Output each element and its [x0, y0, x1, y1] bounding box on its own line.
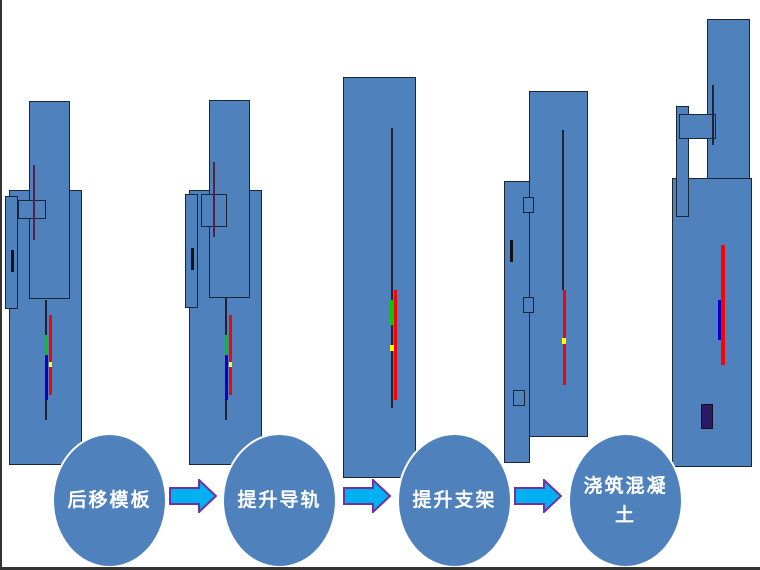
rebar-yellow: [562, 338, 566, 344]
right-arrow-icon: [343, 479, 391, 513]
anchor-mark: [510, 240, 513, 262]
anchor-mark: [11, 250, 14, 272]
right-arrow-icon: [514, 479, 562, 513]
rebar-yellow: [49, 362, 52, 367]
step-4-label: 浇筑混凝土: [583, 475, 668, 526]
step-3-label: 提升支架: [412, 489, 497, 512]
step-2-label: 提升导轨: [237, 489, 322, 512]
step-1-circle: 后移模板: [52, 433, 167, 567]
rebar-blue: [225, 355, 228, 400]
rebar-green: [390, 300, 393, 325]
rebar-line: [391, 128, 393, 408]
guide-rail: [213, 162, 215, 237]
step-1-label: 后移模板: [67, 489, 152, 512]
formwork-panel: [343, 77, 416, 478]
formwork-panel: [707, 19, 750, 179]
step-3-circle: 提升支架: [397, 433, 512, 567]
rebar-red: [49, 315, 52, 395]
rebar-red: [229, 315, 232, 395]
rebar-line: [562, 130, 564, 290]
bracket-box: [18, 200, 46, 219]
guide-rail: [33, 165, 35, 240]
anchor-mark: [191, 248, 194, 270]
concrete-block: [701, 404, 713, 429]
step-4-circle: 浇筑混凝土: [568, 433, 683, 567]
rebar-blue: [45, 355, 48, 400]
rebar-green: [45, 335, 48, 355]
rebar-red: [563, 290, 566, 385]
bracket-box: [679, 114, 716, 139]
side-panel: [504, 181, 530, 463]
bracket-box: [523, 197, 534, 213]
rebar-yellow: [229, 362, 232, 367]
rebar-green: [225, 335, 228, 355]
formwork-panel: [529, 91, 588, 437]
bracket-box: [523, 297, 534, 313]
rebar-red: [394, 290, 397, 400]
step-2-circle: 提升导轨: [222, 433, 337, 567]
rebar-red: [721, 245, 725, 365]
rebar-yellow: [390, 345, 394, 351]
bracket-box: [513, 390, 525, 406]
rebar-blue: [718, 300, 721, 340]
right-arrow-icon: [169, 479, 217, 513]
guide-rail: [712, 85, 714, 145]
